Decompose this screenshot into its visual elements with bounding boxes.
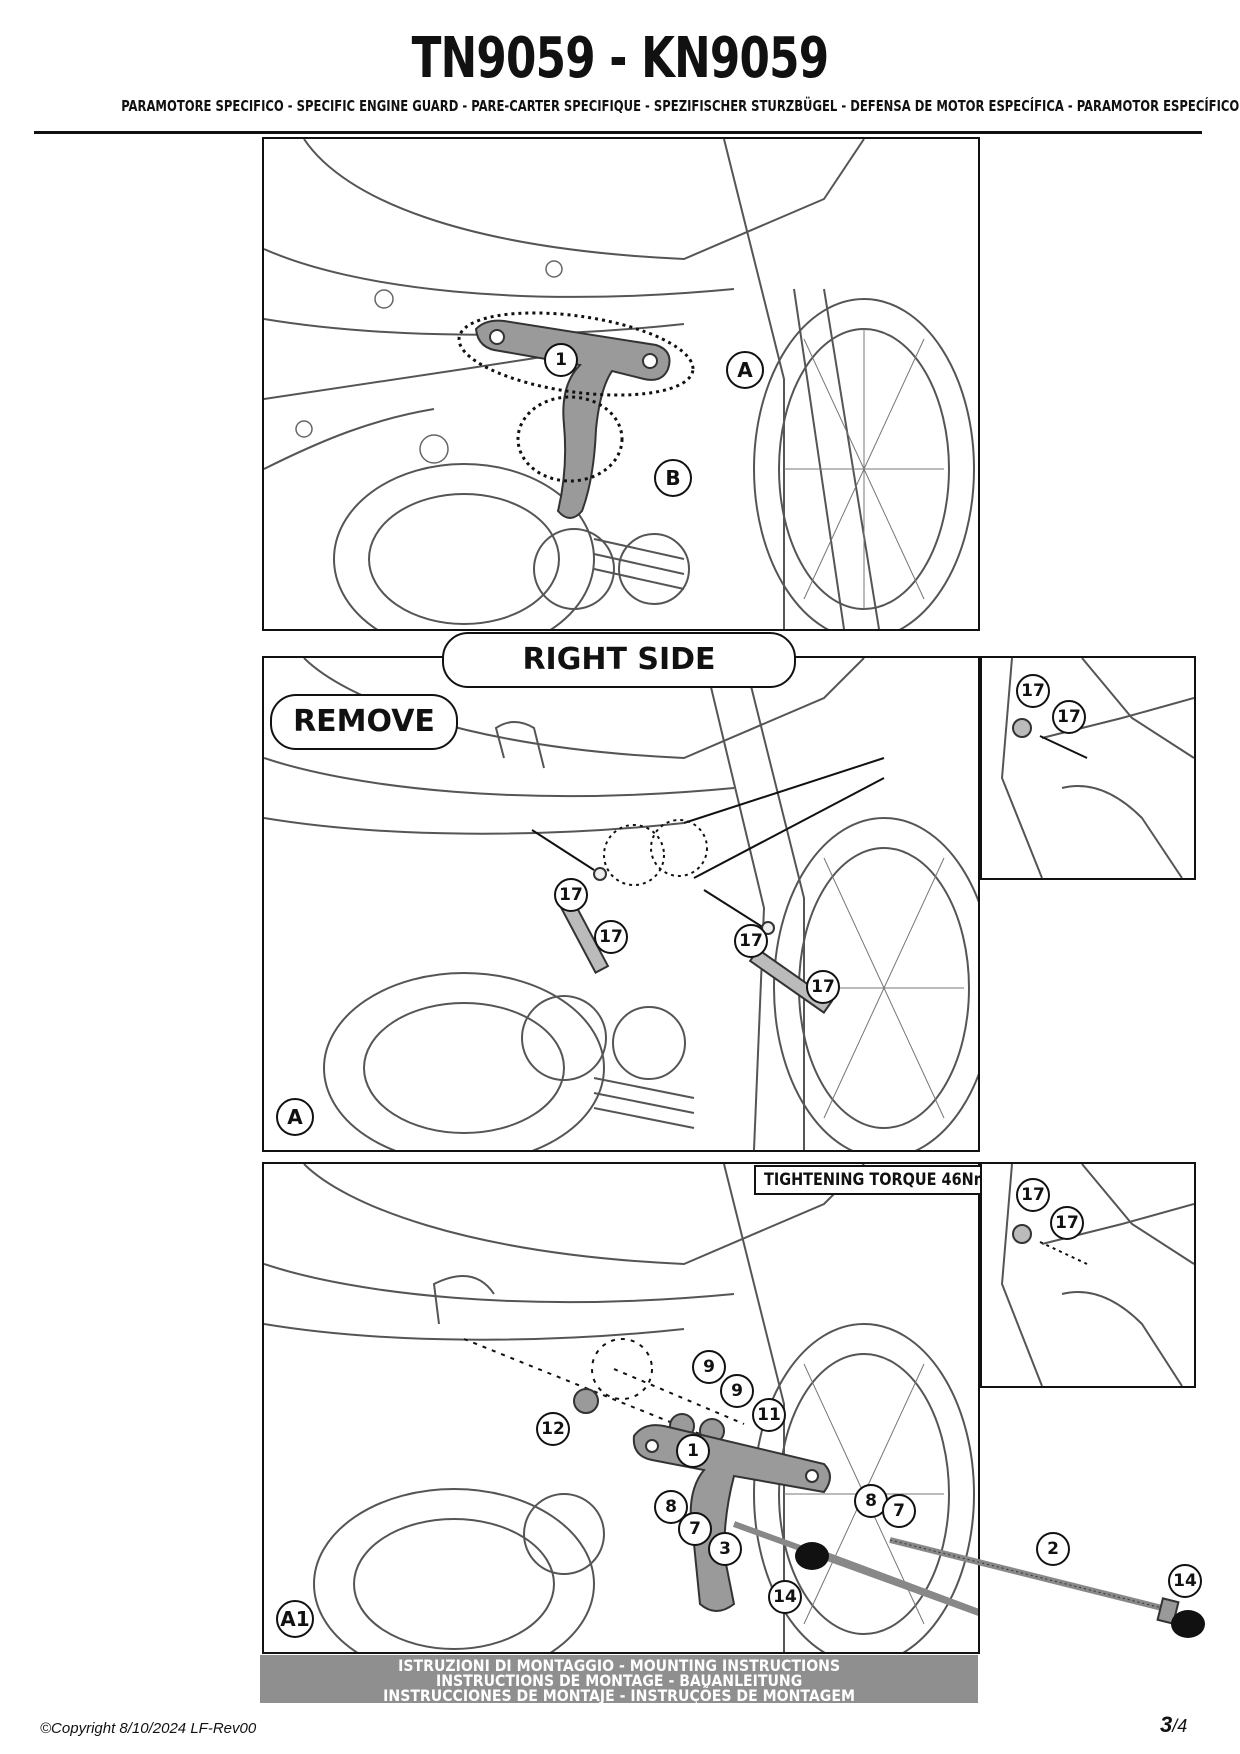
callout-detail-a1: A1: [276, 1600, 314, 1638]
callout-part-17-b: 17: [594, 920, 628, 954]
callout-part-17-d: 17: [806, 970, 840, 1004]
inset-mounting-illustration: [1000, 1164, 1194, 1386]
callout-part-9-a: 9: [692, 1350, 726, 1384]
callout-part-14-b: 14: [1168, 1564, 1202, 1598]
right-side-label: RIGHT SIDE: [442, 632, 796, 688]
callout-part-3: 3: [708, 1532, 742, 1566]
callout-part-12: 12: [536, 1412, 570, 1446]
callout-part-17-c: 17: [734, 924, 768, 958]
callout-part-14-a: 14: [768, 1580, 802, 1614]
callout-part-9-b: 9: [720, 1374, 754, 1408]
document-subtitle: PARAMOTORE SPECIFICO - SPECIFIC ENGINE G…: [121, 97, 1240, 115]
header-rule: [34, 131, 1202, 134]
remove-label: REMOVE: [270, 694, 458, 750]
callout-part-1: 1: [544, 343, 578, 377]
callout-part-2: 2: [1036, 1532, 1070, 1566]
panel-installed-view: 1 A B: [262, 137, 980, 631]
inset-callout-17-b: 17: [1050, 1206, 1084, 1240]
inset-remove-illustration: [1000, 658, 1194, 878]
callout-part-17-a: 17: [554, 878, 588, 912]
callout-part-7-a: 7: [678, 1512, 712, 1546]
page-number: 3/4: [1160, 1712, 1188, 1737]
installed-view-illustration: [264, 139, 975, 629]
callout-part-1: 1: [676, 1434, 710, 1468]
panel-mounting-view: 9 9 11 12 1 8 7 3 14 8 7 A1: [262, 1162, 980, 1654]
footer-line-1: ISTRUZIONI DI MONTAGGIO - MOUNTING INSTR…: [398, 1656, 840, 1675]
callout-detail-a: A: [726, 351, 764, 389]
callout-detail-a: A: [276, 1098, 314, 1136]
callout-detail-b: B: [654, 459, 692, 497]
callout-part-7-b: 7: [882, 1494, 916, 1528]
footer-band: [260, 1655, 978, 1703]
inset-callout-17-a: 17: [1016, 674, 1050, 708]
document-title: TN9059 - KN9059: [411, 26, 830, 91]
copyright-text: ©Copyright 8/10/2024 LF-Rev00: [40, 1720, 257, 1737]
callout-part-11: 11: [752, 1398, 786, 1432]
inset-callout-17-a: 17: [1016, 1178, 1050, 1212]
inset-callout-17-b: 17: [1052, 700, 1086, 734]
footer-line-2: INSTRUCTIONS DE MONTAGE - BAUANLEITUNG: [435, 1671, 803, 1690]
footer-line-3: INSTRUCCIONES DE MONTAJE - INSTRUÇÕES DE…: [383, 1686, 855, 1705]
mounting-view-illustration: [264, 1164, 978, 1652]
inset-remove-detail: 17 17: [980, 656, 1196, 880]
inset-mounting-detail: 17 17: [980, 1162, 1196, 1388]
